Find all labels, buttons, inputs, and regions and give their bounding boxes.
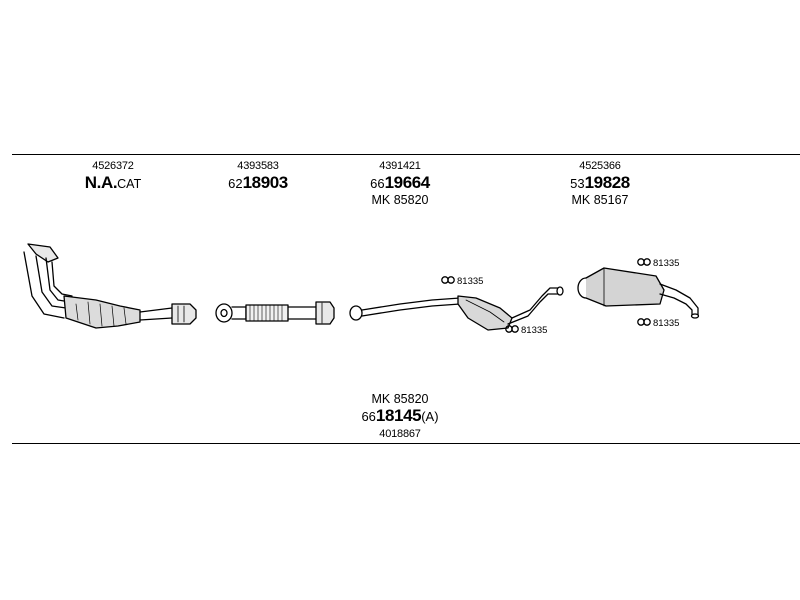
rubber-mount-clip-2: [505, 325, 519, 333]
rear-silencer-drawing: [577, 267, 700, 319]
middle-silencer-mounting-kit: MK 85820: [371, 193, 429, 207]
complete-system-part-code: 18145: [375, 406, 422, 425]
complete-system-ref-number: 4018867: [379, 428, 421, 440]
rubber-mount-clip-1: [441, 276, 455, 284]
catalytic-converter-part-code: N.A.: [84, 173, 118, 192]
middle-silencer-part-code: 19664: [384, 173, 431, 192]
rubber-mount-clip-3: [637, 258, 651, 266]
complete-system-mounting-kit: MK 85820: [371, 392, 429, 406]
clip-label-3: 81335: [653, 258, 679, 269]
rear-silencer-mounting-kit: MK 85167: [571, 193, 629, 207]
front-pipe-drawing: [215, 301, 335, 325]
rubber-mount-clip-4: [637, 318, 651, 326]
clip-label-1: 81335: [457, 276, 483, 287]
front-pipe-ref-number: 4393583: [237, 160, 279, 172]
complete-system-part-label: 6618145(A): [330, 406, 470, 426]
middle-silencer-drawing: [349, 286, 564, 331]
rear-silencer-part-label: 5319828: [554, 173, 646, 193]
middle-silencer-part-label: 6619664: [354, 173, 446, 193]
middle-silencer-part-prefix: 66: [370, 176, 385, 191]
front-pipe-part-code: 18903: [242, 173, 289, 192]
front-pipe-part-prefix: 62: [228, 176, 243, 191]
catalytic-converter-ref-number: 4526372: [92, 160, 134, 172]
top-divider-line: [12, 154, 800, 155]
catalytic-converter-part-suffix: CAT: [117, 177, 142, 191]
rear-silencer-ref-number: 4525366: [579, 160, 621, 172]
bottom-divider-line: [12, 443, 800, 444]
catalytic-converter-part-label: N.A.CAT: [73, 173, 153, 193]
clip-label-2: 81335: [521, 325, 547, 336]
front-pipe-part-label: 6218903: [212, 173, 304, 193]
complete-system-part-prefix: 66: [361, 409, 376, 424]
complete-system-part-suffix: (A): [421, 409, 439, 424]
rear-silencer-part-code: 19828: [584, 173, 631, 192]
clip-label-4: 81335: [653, 318, 679, 329]
catalytic-converter-drawing: [23, 243, 197, 329]
middle-silencer-ref-number: 4391421: [379, 160, 421, 172]
rear-silencer-part-prefix: 53: [570, 176, 585, 191]
